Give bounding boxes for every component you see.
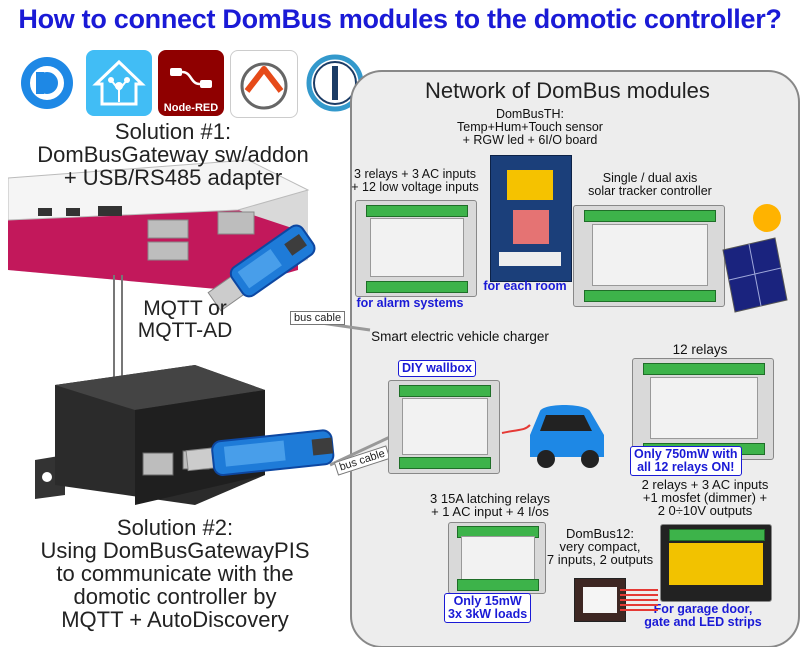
dombus37-note: for alarm systems: [356, 296, 464, 310]
solar-label: Single / dual axis solar tracker control…: [585, 172, 715, 198]
dombus37-line: 3 relays + 3 AC inputs: [354, 167, 476, 181]
mosfet-note: For garage door, gate and LED strips: [628, 603, 778, 629]
solar-module: [573, 205, 725, 307]
latching-module: [448, 522, 546, 594]
dombus12-label: DomBus12: very compact, 7 inputs, 2 outp…: [540, 527, 660, 566]
dombus37-label: 3 relays + 3 AC inputs + 12 low voltage …: [340, 168, 490, 194]
solar-line: Single / dual axis: [602, 171, 698, 185]
ev-note: DIY wallbox: [398, 360, 476, 377]
solution1-line: + USB/RS485 adapter: [63, 165, 283, 190]
dombus12-line: very compact,: [559, 539, 641, 554]
ev-charger-module: [388, 380, 500, 474]
mqtt-link-arrow: [113, 275, 123, 395]
relays12-note-line: Only 750mW with: [634, 447, 738, 461]
latching-label: 3 15A latching relays + 1 AC input + 4 I…: [400, 492, 580, 518]
relays12-module: [632, 358, 774, 460]
domoticz-icon: [14, 50, 80, 116]
ev-label: Smart electric vehicle charger: [371, 329, 549, 344]
solution1-line: Solution #1:: [114, 119, 232, 144]
solution2-line: domotic controller by: [73, 584, 277, 609]
solution2-line: Solution #2:: [116, 515, 234, 540]
dombusth-board: [490, 155, 572, 282]
solution2-text: Solution #2: Using DomBusGatewayPIS to c…: [20, 516, 330, 631]
mosfet-line: 2 relays + 3 AC inputs: [641, 477, 769, 492]
home-assistant-icon: [86, 50, 152, 116]
gateway-box-image: [25, 365, 355, 515]
bus-cable-label-1: bus cable: [290, 311, 346, 325]
mosfet-label: 2 relays + 3 AC inputs +1 mosfet (dimmer…: [625, 478, 785, 517]
dombusth-line: Temp+Hum+Touch sensor: [457, 120, 603, 134]
dombus37-module: [355, 200, 477, 297]
mqtt-line: MQTT-AD: [137, 319, 233, 342]
mqtt-link-label: MQTT or MQTT-AD: [130, 298, 240, 342]
mosfet-line: +1 mosfet (dimmer) +: [642, 490, 768, 505]
dombus12-line: DomBus12:: [566, 526, 634, 541]
solution2-line: MQTT + AutoDiscovery: [61, 607, 289, 632]
relays12-note-line: all 12 relays ON!: [637, 460, 735, 474]
dombusth-line: DomBusTH:: [495, 107, 565, 121]
mosfet-note-line: For garage door,: [653, 602, 753, 616]
mosfet-line: 2 0÷10V outputs: [657, 503, 753, 518]
solar-panel-icon: [722, 204, 788, 313]
dombusth-line: + RGW led + 6I/O board: [462, 133, 598, 147]
solution1-line: DomBusGateway sw/addon: [37, 142, 309, 167]
dombusth-label: DomBusTH: Temp+Hum+Touch sensor + RGW le…: [440, 108, 620, 147]
mosfet-module: [660, 524, 772, 602]
node-red-icon: Node-RED: [158, 50, 224, 116]
mosfet-note-line: gate and LED strips: [644, 615, 762, 629]
solution2-line: Using DomBusGatewayPIS: [40, 538, 310, 563]
dombus12-module: [574, 578, 626, 622]
relays12-label: 12 relays: [672, 342, 728, 357]
latching-note-line: Only 15mW: [453, 594, 522, 608]
raspberry-pi-image: [7, 150, 328, 340]
network-title: Network of DomBus modules: [425, 78, 710, 103]
latching-note: Only 15mW 3x 3kW loads: [444, 593, 532, 623]
dombusth-note: for each room: [483, 279, 567, 293]
solar-line: solar tracker controller: [588, 184, 712, 198]
dombus12-wires: [620, 589, 658, 611]
latching-line: 3 15A latching relays: [430, 491, 550, 506]
mqtt-line: MQTT or: [143, 297, 227, 320]
electric-car-icon: [501, 405, 604, 468]
dombus12-line: 7 inputs, 2 outputs: [546, 552, 654, 567]
node-red-label: Node-RED: [163, 102, 219, 114]
solution2-line: to communicate with the: [56, 561, 294, 586]
page-title: How to connect DomBus modules to the dom…: [18, 4, 782, 34]
solution1-text: Solution #1: DomBusGateway sw/addon + US…: [8, 120, 338, 189]
dombus37-line: + 12 low voltage inputs: [351, 180, 479, 194]
relays12-note: Only 750mW with all 12 relays ON!: [630, 446, 742, 476]
latching-note-line: 3x 3kW loads: [448, 607, 528, 621]
latching-line: + 1 AC input + 4 I/os: [431, 504, 549, 519]
openhab-icon: [230, 50, 298, 118]
